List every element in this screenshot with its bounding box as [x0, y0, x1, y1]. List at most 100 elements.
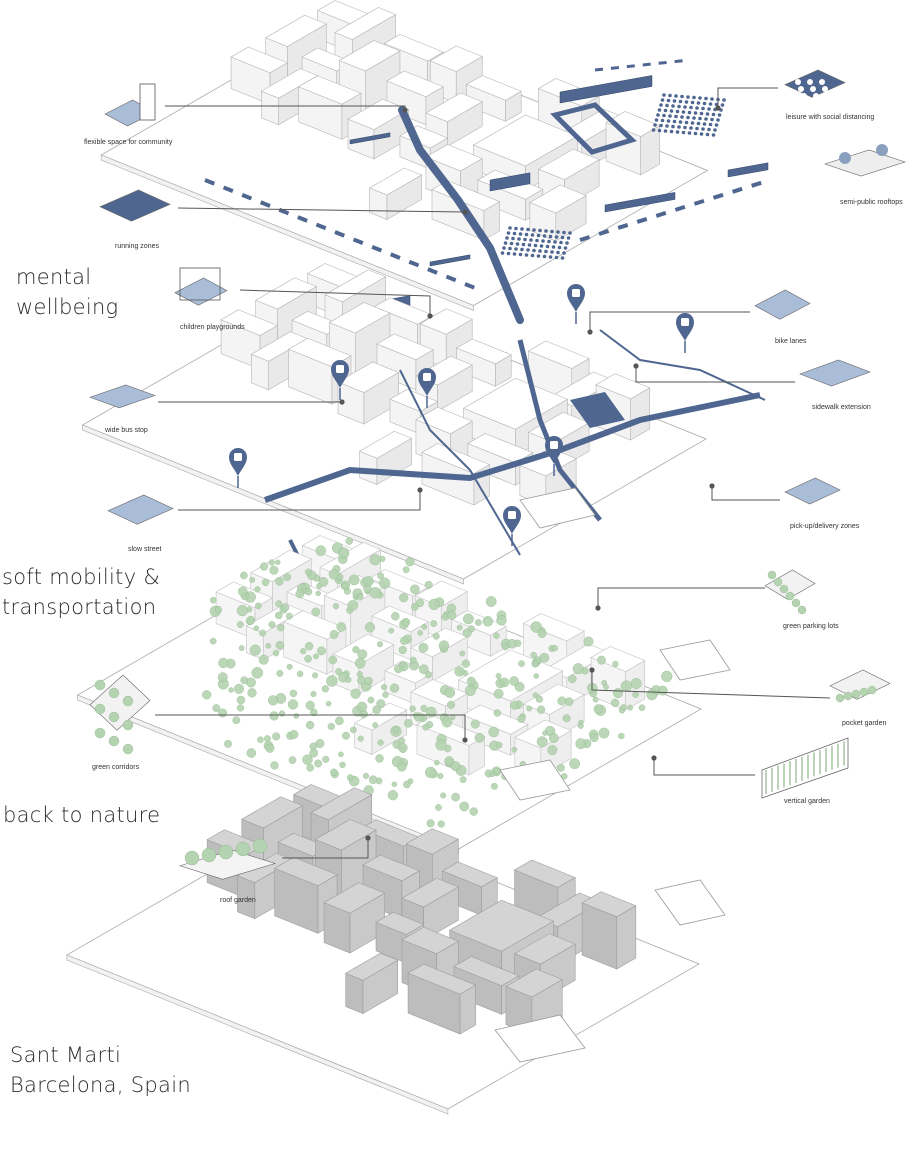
- tree-icon: [375, 754, 384, 763]
- bus-stop-pin-icon: [567, 284, 585, 324]
- tree-icon: [338, 751, 344, 758]
- distancing-dot: [659, 123, 663, 128]
- blue-activity-zone: [604, 192, 676, 213]
- tree-icon: [311, 607, 321, 617]
- distancing-dot: [554, 255, 559, 260]
- tree-icon: [309, 748, 319, 758]
- tree-icon: [435, 739, 447, 751]
- tree-icon: [288, 756, 297, 764]
- tree-icon: [363, 575, 374, 587]
- tree-icon: [569, 758, 580, 770]
- thumb-rooftops: [824, 144, 906, 177]
- thumb-tree: [108, 711, 120, 723]
- tree-icon: [315, 590, 321, 597]
- distancing-dot: [692, 95, 696, 100]
- distancing-dot: [568, 231, 572, 235]
- building-top: [590, 646, 646, 672]
- tree-icon: [422, 723, 430, 731]
- tree-icon: [493, 709, 501, 717]
- tree-icon: [454, 666, 465, 677]
- bus-glyph: [234, 453, 242, 461]
- distancing-dot: [674, 94, 678, 98]
- thumb-children-playgrounds: [174, 267, 228, 306]
- tree-icon: [589, 733, 599, 743]
- tree-icon: [218, 708, 228, 718]
- tree-icon: [261, 578, 270, 587]
- tree-icon: [646, 689, 658, 701]
- distancing-dot: [502, 246, 506, 250]
- tree-icon: [357, 735, 364, 742]
- tree-icon: [389, 683, 400, 693]
- tree-icon: [202, 690, 212, 700]
- thumb-tree: [94, 727, 106, 739]
- bus-glyph: [550, 441, 558, 449]
- distancing-dot: [680, 94, 684, 99]
- distancing-dot: [684, 100, 689, 104]
- building-top: [241, 796, 304, 829]
- tree-icon: [270, 761, 279, 770]
- thumb-dot: [810, 86, 816, 92]
- thumb-dot: [795, 79, 801, 85]
- distancing-dot: [720, 103, 725, 107]
- tree-icon: [217, 672, 228, 683]
- title-mobility-line2: transportation: [2, 595, 157, 619]
- tree-icon: [335, 668, 343, 676]
- tree-icon: [547, 745, 558, 756]
- tree-icon: [254, 602, 262, 610]
- tree-icon: [618, 732, 625, 740]
- tree-icon: [424, 580, 433, 589]
- plaza-dot-grid: [500, 226, 572, 260]
- leader-line: [155, 714, 466, 740]
- distancing-dot: [536, 254, 541, 258]
- distancing-dot: [539, 244, 544, 248]
- distancing-dot: [695, 126, 699, 131]
- bus-glyph: [423, 373, 431, 381]
- tree-icon: [432, 632, 440, 640]
- distancing-dot: [663, 108, 668, 113]
- tree-icon: [657, 685, 668, 696]
- distancing-dot: [699, 132, 704, 136]
- distancing-dot: [678, 120, 683, 124]
- distancing-dot: [526, 227, 530, 232]
- blue-courtyard-ring: [550, 102, 637, 155]
- tree-icon: [236, 621, 244, 628]
- tree-icon: [592, 696, 599, 703]
- label-roof-garden: roof garden: [220, 897, 256, 904]
- building-top: [345, 952, 399, 981]
- label-sidewalk-extension: sidewalk extension: [812, 404, 871, 411]
- distancing-dot: [660, 98, 665, 102]
- tree-icon: [405, 557, 415, 567]
- bus-stop-pin-icon: [545, 436, 563, 476]
- thumb-tree: [94, 679, 106, 691]
- tree-icon: [459, 801, 470, 812]
- distancing-dot: [535, 238, 539, 243]
- building: [465, 75, 522, 122]
- distancing-dot: [699, 111, 704, 116]
- building-top: [513, 859, 576, 888]
- thumb-rooftops-base: [824, 149, 906, 177]
- distancing-dot: [512, 231, 517, 236]
- thumb-panel: [139, 83, 156, 121]
- tree-icon: [327, 722, 335, 731]
- tree-icon: [253, 625, 260, 632]
- building-top: [410, 679, 468, 707]
- distancing-dot: [708, 102, 713, 106]
- layer-mental-slab-edge: [100, 154, 474, 311]
- tree-icon: [533, 673, 539, 679]
- distancing-dot: [683, 125, 687, 130]
- tree-icon: [638, 704, 646, 712]
- tree-icon: [381, 684, 388, 691]
- distancing-dot: [710, 97, 714, 101]
- tree-icon: [495, 741, 503, 749]
- distancing-dot: [526, 248, 530, 252]
- building-top: [265, 14, 328, 47]
- distancing-dot: [681, 110, 686, 114]
- tree-icon: [268, 621, 276, 629]
- tree-icon: [275, 640, 285, 650]
- distancing-dot: [660, 118, 665, 123]
- tree-icon: [368, 775, 378, 785]
- label-running-zones: running zones: [115, 243, 159, 250]
- tree-icon: [247, 688, 257, 698]
- thumb-bike-lanes: [754, 289, 811, 320]
